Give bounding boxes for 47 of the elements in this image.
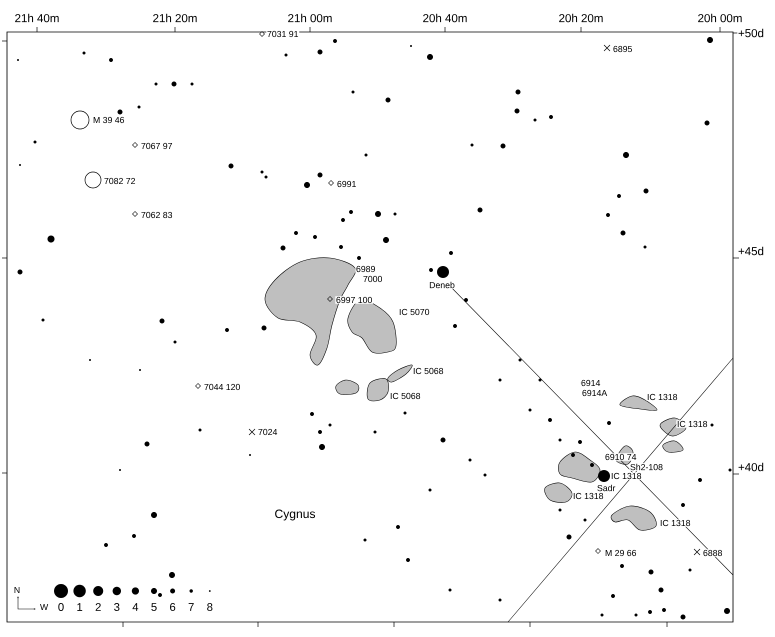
object-label: IC 1318 xyxy=(572,492,604,500)
legend-label: 0 xyxy=(58,603,64,611)
axis-label: 21h 40m xyxy=(14,13,60,23)
object-label: IC 1318 xyxy=(610,472,642,480)
object-label: IC 1318 xyxy=(659,519,692,527)
object-label: 7031 91 xyxy=(266,30,300,38)
axis-label: +40d xyxy=(737,462,765,472)
legend-label: 1 xyxy=(77,603,82,611)
object-label: 6888 xyxy=(702,549,724,557)
object-label: 6991 xyxy=(336,180,358,188)
object-label: 6989 xyxy=(355,265,376,273)
object-label: M 39 46 xyxy=(92,116,126,124)
object-label: 7067 97 xyxy=(140,142,174,150)
object-label: IC 5070 xyxy=(398,308,430,316)
object-label: Sh2-108 xyxy=(629,463,664,471)
object-label: 7044 120 xyxy=(203,383,242,391)
legend-label: 4 xyxy=(132,603,138,611)
axis-label: 20h 00m xyxy=(696,13,744,23)
axis-label: +45d xyxy=(737,246,765,256)
axis-label: 21h 20m xyxy=(152,13,198,23)
object-label: IC 5068 xyxy=(412,367,444,375)
legend-label: 8 xyxy=(207,603,212,611)
object-label: 7082 72 xyxy=(103,177,136,185)
legend-label: 7 xyxy=(188,603,194,611)
object-label: 6895 xyxy=(612,45,634,53)
object-label: 7024 xyxy=(257,428,278,436)
axis-label: 20h 40m xyxy=(422,13,468,23)
legend-label: 2 xyxy=(96,603,101,611)
object-label: 7000 xyxy=(362,275,384,283)
object-label: Deneb xyxy=(428,281,456,289)
axis-label: 21h 00m xyxy=(286,13,334,23)
axis-label: +50d xyxy=(737,28,765,38)
object-label: 6914 xyxy=(580,379,602,387)
object-label: IC 5068 xyxy=(389,392,422,400)
object-label: 6914A xyxy=(581,389,608,397)
object-label: IC 1318 xyxy=(646,393,678,401)
constellation-name: Cygnus xyxy=(274,508,316,522)
legend-label: 6 xyxy=(170,603,176,611)
object-label: 6910 74 xyxy=(604,453,638,461)
object-label: M 29 66 xyxy=(604,549,638,557)
object-label: 7062 83 xyxy=(140,211,174,219)
legend-label: 3 xyxy=(114,603,120,611)
object-label: Sadr xyxy=(596,484,616,492)
object-label: 6997 100 xyxy=(335,296,374,304)
legend-label: 5 xyxy=(151,603,157,611)
object-label: IC 1318 xyxy=(676,420,708,428)
axis-label: 20h 20m xyxy=(558,13,604,23)
